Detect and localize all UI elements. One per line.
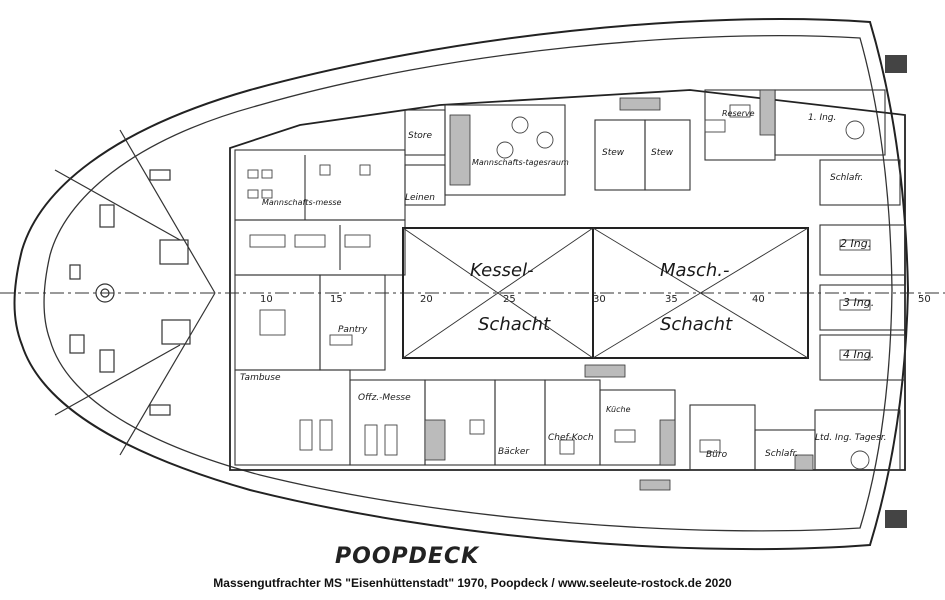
room-label-buero: Büro xyxy=(706,450,728,460)
frame-number: 35 xyxy=(665,294,678,305)
room-label-4-ing: 4 Ing. xyxy=(843,348,874,361)
room-label-baecker: Bäcker xyxy=(498,447,530,457)
room-label-leinen: Leinen xyxy=(405,193,435,203)
boiler-shaft-label-2: Schacht xyxy=(478,314,551,335)
room-label-3-ing: 3 Ing. xyxy=(843,296,874,309)
image-caption: Massengutfrachter MS "Eisenhüttenstadt" … xyxy=(213,576,732,590)
engine-shaft xyxy=(592,227,809,359)
room-label-ltd-ing-tagesr: Ltd. Ing. Tagesr. xyxy=(815,433,887,443)
room-label-schlafr-2: Schlafr. xyxy=(765,449,798,459)
room-label-mannschafts-messe: Mannschafts-messe xyxy=(262,198,342,207)
bow-deck-equipment xyxy=(54,129,216,456)
room-label-offz-messe: Offz.-Messe xyxy=(358,393,411,403)
room-label-chef-koch: Chef-Koch xyxy=(548,433,594,443)
room-label-stew-2: Stew xyxy=(651,148,674,158)
cabin-walls xyxy=(234,89,906,471)
stern-bollards xyxy=(885,55,907,528)
room-label-1-ing: 1. Ing. xyxy=(808,113,836,123)
furniture xyxy=(247,104,871,470)
poopdeck-plan-drawing: Kessel- Schacht Masch.- Schacht 10 15 20… xyxy=(0,18,945,569)
room-label-pantry: Pantry xyxy=(338,325,368,335)
frame-number: 40 xyxy=(752,294,765,305)
sanitary-hatching xyxy=(424,89,814,491)
room-label-stew-1: Stew xyxy=(602,148,625,158)
room-label-mannschafts-tagesraum: Mannschafts-tagesraum xyxy=(472,158,569,167)
engine-shaft-label-2: Schacht xyxy=(660,314,733,335)
frame-number: 15 xyxy=(330,294,343,305)
room-labels: Store Mannschafts-tagesraum Stew Stew Re… xyxy=(240,109,887,460)
frame-numbers: 10 15 20 25 30 35 40 50 xyxy=(260,294,931,305)
room-label-schlafr-1: Schlafr. xyxy=(830,173,863,183)
frame-number: 50 xyxy=(918,294,931,305)
bulwark-outline xyxy=(43,35,893,532)
room-label-store: Store xyxy=(408,131,432,141)
frame-number: 30 xyxy=(593,294,606,305)
frame-number: 10 xyxy=(260,294,273,305)
deck-title: POOPDECK xyxy=(335,544,480,569)
deckhouse-outline xyxy=(229,89,906,471)
room-label-2-ing: 2 Ing. xyxy=(840,237,871,250)
frame-number: 20 xyxy=(420,294,433,305)
boiler-shaft-label-1: Kessel- xyxy=(470,260,534,281)
engine-shaft-label-1: Masch.- xyxy=(660,260,729,281)
room-label-kueche: Küche xyxy=(606,405,631,414)
room-label-reserve: Reserve xyxy=(722,109,755,118)
room-label-tambuse: Tambuse xyxy=(240,373,281,383)
frame-number: 25 xyxy=(503,294,516,305)
